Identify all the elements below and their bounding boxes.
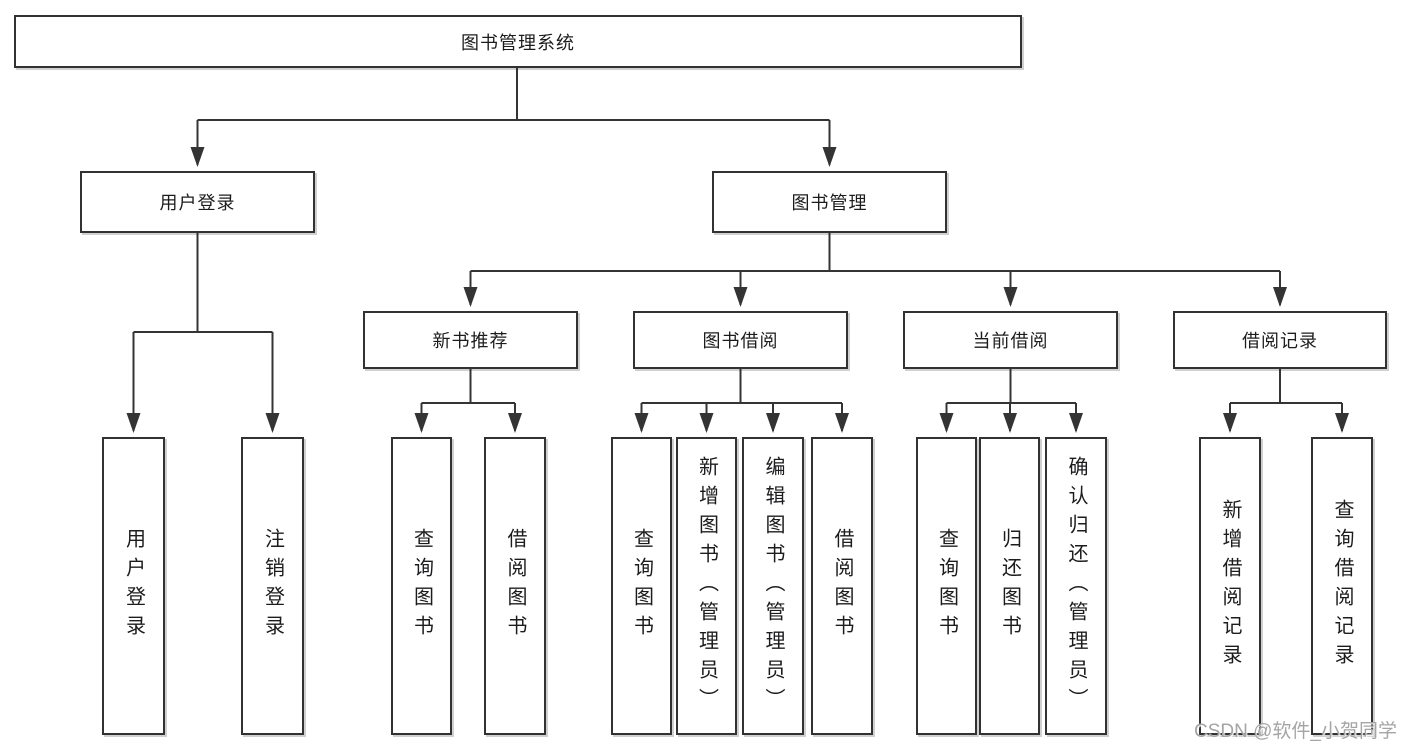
- leaf-query-books-borrow-label: 查询图书: [630, 528, 653, 644]
- edge-group-current-borrow: [939, 369, 1083, 433]
- leaf-logout: 注销登录: [241, 437, 304, 735]
- node-book-borrowing-label: 图书借阅: [702, 331, 779, 351]
- edge-group-book-management: [463, 233, 1287, 307]
- leaf-return-books: 归还图书: [979, 437, 1040, 735]
- node-book-management-label: 图书管理: [791, 193, 868, 213]
- leaf-user-login-label: 用户登录: [122, 528, 145, 644]
- csdn-watermark: CSDN @软件_小贺同学: [1194, 721, 1397, 742]
- edge-group-new-book: [414, 369, 522, 433]
- leaf-borrow-books-label: 借阅图书: [831, 528, 853, 644]
- leaf-add-books-admin-label: 新增图书（管理员）: [695, 455, 718, 717]
- node-borrowing-records: 借阅记录: [1173, 311, 1387, 369]
- leaf-query-books-current: 查询图书: [916, 437, 977, 735]
- leaf-query-books-borrow: 查询图书: [611, 437, 672, 735]
- node-book-borrowing: 图书借阅: [633, 311, 848, 369]
- leaf-user-login: 用户登录: [102, 437, 165, 735]
- leaf-edit-books-admin-label: 编辑图书（管理员）: [762, 455, 784, 717]
- leaf-query-borrow-record: 查询借阅记录: [1311, 437, 1373, 735]
- leaf-borrow-books-recommend: 借阅图书: [484, 437, 546, 735]
- leaf-return-books-label: 归还图书: [998, 528, 1021, 644]
- edge-group-borrow-records: [1223, 369, 1349, 433]
- leaf-logout-label: 注销登录: [261, 528, 284, 644]
- edge-group-root: [190, 68, 837, 167]
- node-book-management: 图书管理: [712, 171, 947, 233]
- leaf-query-books-recommend: 查询图书: [391, 437, 452, 735]
- node-new-book-recommendation-label: 新书推荐: [432, 331, 509, 351]
- edge-group-book-borrow: [634, 369, 849, 433]
- node-user-login: 用户登录: [80, 171, 315, 233]
- leaf-borrow-books: 借阅图书: [811, 437, 873, 735]
- leaf-borrow-books-recommend-label: 借阅图书: [504, 528, 526, 644]
- leaf-confirm-return-admin-label: 确认归还（管理员）: [1065, 455, 1087, 717]
- leaf-add-books-admin: 新增图书（管理员）: [676, 437, 737, 735]
- leaf-query-books-recommend-label: 查询图书: [410, 528, 433, 644]
- leaf-add-borrow-record: 新增借阅记录: [1199, 437, 1261, 735]
- node-new-book-recommendation: 新书推荐: [363, 311, 578, 369]
- node-root-label: 图书管理系统: [461, 32, 575, 53]
- node-current-borrowing-label: 当前借阅: [972, 331, 1049, 351]
- leaf-query-borrow-record-label: 查询借阅记录: [1331, 499, 1353, 673]
- leaf-query-books-current-label: 查询图书: [935, 528, 958, 644]
- leaf-edit-books-admin: 编辑图书（管理员）: [742, 437, 804, 735]
- node-borrowing-records-label: 借阅记录: [1242, 331, 1318, 351]
- node-current-borrowing: 当前借阅: [903, 311, 1118, 369]
- leaf-confirm-return-admin: 确认归还（管理员）: [1045, 437, 1107, 735]
- node-user-login-label: 用户登录: [159, 193, 236, 213]
- edge-group-user-login: [126, 233, 280, 433]
- node-root: 图书管理系统: [14, 15, 1022, 68]
- leaf-add-borrow-record-label: 新增借阅记录: [1219, 499, 1241, 673]
